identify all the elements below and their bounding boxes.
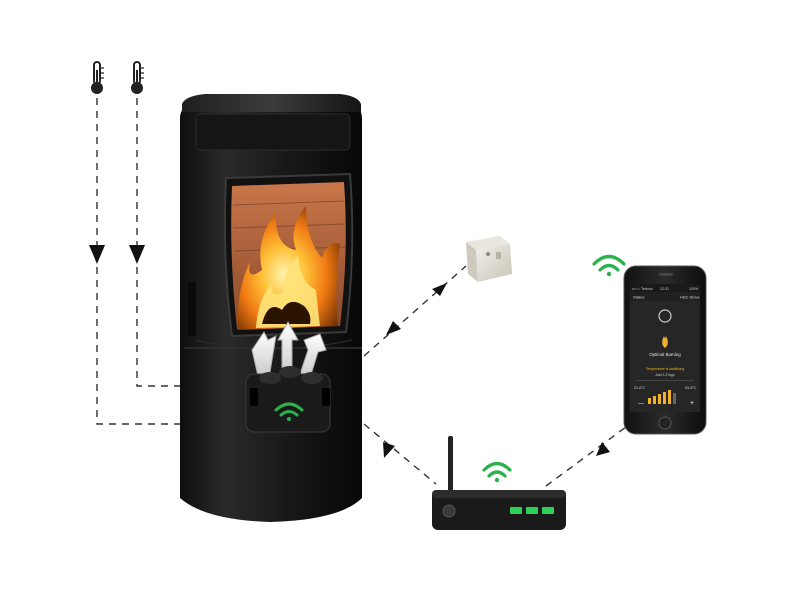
phone-header-left: Status bbox=[633, 295, 644, 300]
down-arrow-right bbox=[129, 245, 145, 264]
wifi-icon bbox=[592, 254, 626, 277]
phone-minus-button: — bbox=[638, 401, 644, 407]
thermometer-icon bbox=[131, 61, 144, 94]
phone-status-left: •••○○ Telenor bbox=[632, 287, 654, 291]
wifi-icon bbox=[274, 402, 304, 421]
smartphone-icon bbox=[623, 265, 707, 435]
phone-header-right: HSC Stove bbox=[680, 295, 701, 300]
wifi-icon bbox=[482, 461, 512, 483]
phone-line-1: Temperature is stabilizing bbox=[646, 367, 684, 371]
thermometer-icon bbox=[91, 61, 104, 94]
router-icon bbox=[432, 436, 566, 530]
phone-mode-label: Optimal Burning bbox=[649, 352, 681, 357]
phone-temp-left: 21.0°C bbox=[634, 386, 645, 390]
phone-line-2: Add 1-2 logs bbox=[655, 373, 674, 377]
stove-window bbox=[223, 172, 354, 338]
phone-status-center: 12:31 bbox=[660, 287, 669, 291]
link-lines bbox=[363, 265, 631, 487]
phone-temp-right: 24.3°C bbox=[685, 386, 696, 390]
phone-status-right: 100% bbox=[689, 287, 699, 291]
sensor-lines bbox=[96, 98, 180, 425]
phone-plus-button: + bbox=[690, 400, 694, 407]
phone-screen-text: •••○○ Telenor 12:31 100% Status HSC Stov… bbox=[632, 287, 701, 407]
room-sensor-icon bbox=[466, 236, 512, 282]
down-arrow-left bbox=[89, 245, 105, 264]
arrow-heads bbox=[383, 283, 610, 458]
